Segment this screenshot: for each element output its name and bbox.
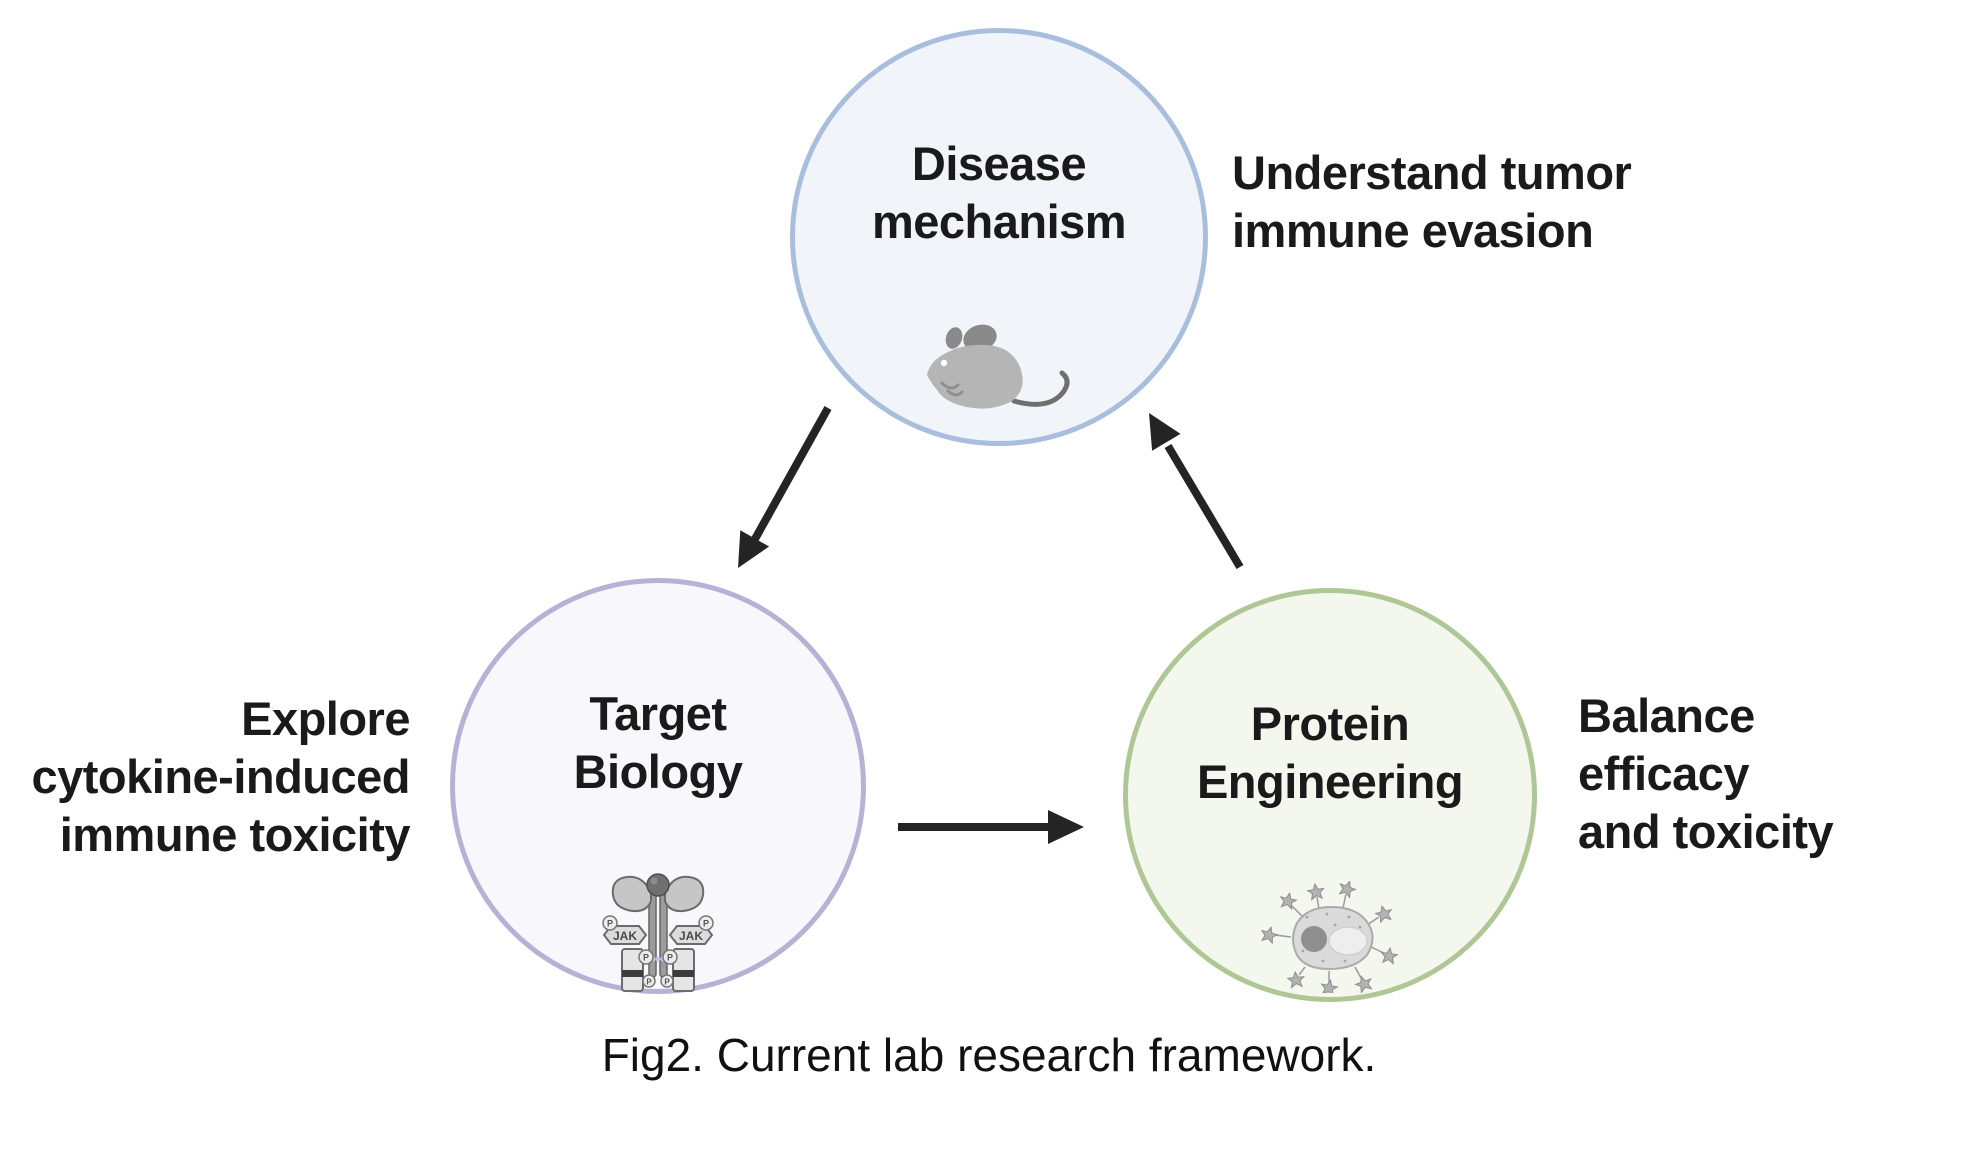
annotation-target: Explore cytokine-induced immune toxicity bbox=[30, 690, 410, 864]
node-disease-mechanism: Disease mechanism bbox=[790, 28, 1208, 446]
svg-text:P: P bbox=[664, 978, 670, 987]
node-target-label: Target Biology bbox=[455, 685, 861, 801]
mouse-icon bbox=[927, 324, 1070, 409]
node-disease-label-line1: Disease bbox=[911, 137, 1087, 190]
jak-left-label: JAK bbox=[613, 929, 637, 943]
annotation-disease-line2: immune evasion bbox=[1232, 204, 1594, 257]
node-protein-label: Protein Engineering bbox=[1128, 695, 1532, 811]
annotation-target-line3: immune toxicity bbox=[59, 808, 411, 861]
svg-text:P: P bbox=[643, 953, 649, 963]
annotation-disease-line1: Understand tumor bbox=[1232, 146, 1632, 199]
annotation-protein: Balance efficacy and toxicity bbox=[1578, 687, 1834, 861]
node-target-label-line1: Target bbox=[589, 687, 727, 740]
node-protein-engineering: Protein Engineering bbox=[1123, 588, 1537, 1002]
svg-text:P: P bbox=[703, 919, 709, 929]
svg-text:P: P bbox=[646, 978, 652, 987]
svg-text:P: P bbox=[667, 953, 673, 963]
arrow-protein-to-disease bbox=[1149, 413, 1244, 570]
annotation-protein-line2: efficacy bbox=[1578, 747, 1750, 800]
node-target-label-line2: Biology bbox=[573, 745, 743, 798]
figure-caption: Fig2. Current lab research framework. bbox=[601, 1029, 1377, 1081]
annotation-target-line2: cytokine-induced bbox=[31, 750, 410, 803]
annotation-target-line1: Explore bbox=[241, 692, 410, 745]
node-protein-label-line2: Engineering bbox=[1196, 755, 1464, 808]
node-target-biology: Target Biology JAK JAK P P bbox=[450, 578, 866, 994]
arrow-disease-to-target bbox=[738, 406, 832, 568]
arrow-target-to-protein bbox=[898, 810, 1084, 844]
annotation-protein-line1: Balance bbox=[1578, 689, 1755, 742]
annotation-protein-line3: and toxicity bbox=[1578, 805, 1834, 858]
svg-text:P: P bbox=[607, 919, 613, 929]
node-disease-label-line2: mechanism bbox=[871, 195, 1127, 248]
jak-right-label: JAK bbox=[679, 929, 703, 943]
jak-receptor-icon: JAK JAK P P P P P P bbox=[602, 873, 714, 992]
node-protein-label-line1: Protein bbox=[1250, 697, 1410, 750]
node-disease-label: Disease mechanism bbox=[795, 135, 1203, 251]
cell-antigen-icon bbox=[1258, 881, 1399, 993]
annotation-disease: Understand tumor immune evasion bbox=[1232, 144, 1632, 260]
